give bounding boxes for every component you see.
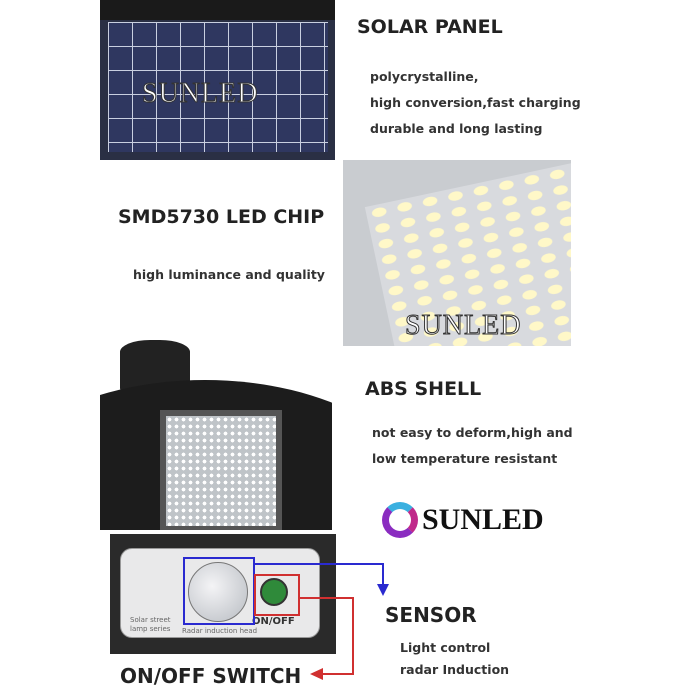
onoff-button[interactable]: [260, 578, 288, 606]
watermark: SUNLED: [404, 310, 522, 342]
watermark: SUNLED: [141, 78, 259, 110]
sensor-title: SENSOR: [385, 603, 477, 627]
desc-line: high conversion,fast charging: [370, 95, 581, 110]
radar-label: Radar induction head: [182, 627, 258, 635]
series-label: Solar street lamp series: [130, 616, 171, 634]
switch-title: ON/OFF SWITCH: [120, 664, 302, 688]
led-chip-title: SMD5730 LED CHIP: [118, 206, 325, 228]
sensor-highlight-box: [183, 557, 255, 625]
series-line: Solar street: [130, 616, 171, 624]
solar-panel-title: SOLAR PANEL: [357, 16, 503, 38]
solar-panel-desc: polycrystalline, high conversion,fast ch…: [370, 64, 581, 142]
shell-desc: not easy to deform,high and low temperat…: [372, 420, 573, 472]
brand-logo: SUNLED: [382, 502, 544, 538]
solar-panel-photo: SUNLED: [100, 0, 335, 160]
arrow-down-icon: [377, 584, 389, 596]
desc-line: not easy to deform,high and: [372, 425, 573, 440]
desc-line: Light control: [400, 640, 491, 655]
series-line: lamp series: [130, 625, 171, 633]
switch-arrow-line: [298, 597, 354, 599]
led-chip-desc: high luminance and quality: [133, 267, 325, 282]
desc-line: polycrystalline,: [370, 69, 479, 84]
logo-text: SUNLED: [422, 503, 544, 536]
switch-arrow-line: [352, 597, 354, 675]
switch-arrow-line: [322, 673, 354, 675]
lamp-shell-photo: [100, 340, 332, 530]
led-chip-photo: SUNLED: [343, 160, 571, 346]
switch-highlight-box: [254, 574, 300, 616]
radar-sensor-dome: [188, 562, 248, 622]
onoff-label: ON/OFF: [252, 616, 295, 627]
arrow-left-icon: [310, 668, 323, 680]
shell-title: ABS SHELL: [365, 378, 482, 400]
logo-swirl-icon: [382, 502, 418, 538]
desc-line: radar Induction: [400, 662, 510, 677]
desc-line: durable and long lasting: [370, 121, 543, 136]
desc-line: low temperature resistant: [372, 451, 558, 466]
sensor-arrow-line: [253, 563, 383, 565]
sensor-arrow-line: [382, 563, 384, 585]
sensor-desc: Light control radar Induction: [400, 637, 509, 681]
